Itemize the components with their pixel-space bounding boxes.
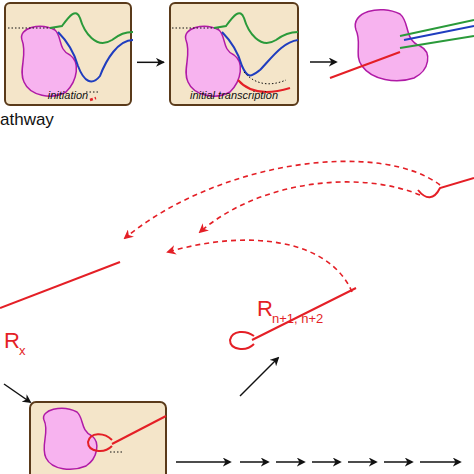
- pathway-title: athway: [0, 110, 54, 130]
- rna-strand: [0, 262, 120, 308]
- step-label: initiation: [6, 89, 130, 101]
- hairpin-rna: [230, 288, 356, 349]
- polymerase-illustration: [172, 13, 298, 96]
- rna-subscript: x: [19, 343, 26, 358]
- step-label: initial transcription: [171, 89, 297, 101]
- polymerase-illustration: [8, 13, 133, 100]
- rna-label: R: [257, 296, 273, 322]
- flow-arrow: [310, 61, 336, 63]
- paused-complex: [44, 408, 166, 469]
- elongation-complex: [330, 10, 474, 81]
- rna-subscript: n+1, n+2: [272, 311, 323, 326]
- flow-arrow: [137, 62, 164, 64]
- rna-label: R: [4, 328, 20, 354]
- complex-box: initial transcription: [169, 2, 299, 106]
- flow-arrow: [240, 358, 278, 396]
- complex-box: initiation: [4, 2, 132, 106]
- flow-arrows: [176, 461, 460, 463]
- rna-strand: [418, 178, 474, 197]
- flow-arrow: [4, 384, 30, 402]
- complex-box: [30, 402, 166, 474]
- dashed-arcs: [125, 161, 440, 292]
